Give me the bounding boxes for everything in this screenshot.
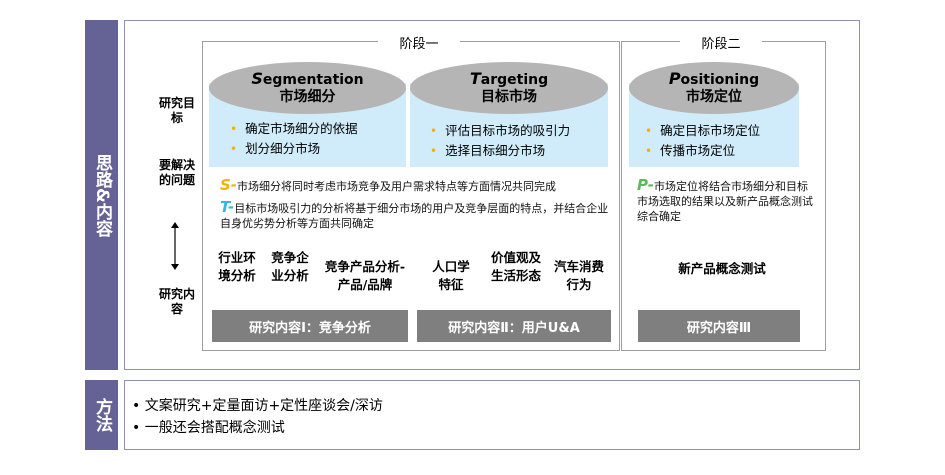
tgt-rest: argeting: [480, 72, 549, 88]
desc-segmentation: S-市场细分将同时考虑市场竞争及用户需求特点等方面情况共同完成: [220, 176, 557, 194]
bullet-dot-icon: •: [230, 122, 238, 136]
bullet-dot-icon: •: [430, 124, 438, 138]
item-competitor: 竞争企业分析: [271, 250, 309, 283]
method-item-2: • 一般还会搭配概念测试: [132, 420, 285, 436]
bullet-dot-icon: •: [430, 144, 438, 158]
item-industry: 行业环境分析: [218, 250, 256, 283]
pos-initial: P: [668, 69, 681, 88]
bullets-targeting: •评估目标市场的吸引力 •选择目标细分市场: [430, 121, 608, 161]
ellipse-positioning: Positioning 市场定位: [629, 62, 799, 114]
item-competitive-product: 竞争产品分析-产品/品牌: [324, 259, 406, 292]
content-box-2: 研究内容Ⅱ：用户U&A: [417, 310, 611, 342]
desc-targeting: T-目标市场吸引力的分析将基于细分市场的用户及竞争层面的特点，并结合企业自身优劣…: [220, 198, 609, 231]
stage-one-title: 阶段一: [378, 33, 460, 52]
list-item: •选择目标细分市场: [430, 143, 546, 158]
t-letter: T-: [220, 198, 235, 216]
label-problem: 要解决的问题: [158, 158, 195, 187]
label-research-content: 研究内容: [158, 287, 195, 316]
content-box-1: 研究内容Ⅰ：竞争分析: [212, 310, 408, 342]
bullet-dot-icon: •: [132, 420, 145, 436]
list-item: •确定目标市场定位: [645, 123, 761, 138]
bullet-dot-icon: •: [230, 142, 238, 156]
ellipse-segmentation: Segmentation 市场细分: [209, 62, 406, 114]
seg-initial: S: [251, 69, 263, 88]
seg-cn: 市场细分: [279, 89, 336, 105]
bullets-positioning: •确定目标市场定位 •传播市场定位: [645, 121, 799, 161]
item-demographics: 人口学特征: [432, 259, 470, 292]
sidebar-top-label: 思路&内容: [92, 153, 112, 237]
sidebar-thinking-content: 思路&内容: [85, 20, 118, 370]
tgt-initial: T: [469, 69, 481, 88]
item-car-behavior: 汽车消费行为: [554, 259, 605, 292]
content-frame: [124, 20, 860, 370]
bullet-dot-icon: •: [645, 144, 653, 158]
sidebar-method: 方法: [85, 380, 118, 450]
list-item: •传播市场定位: [645, 143, 736, 158]
seg-rest: egmentation: [262, 72, 364, 88]
list-item: •划分细分市场: [230, 141, 321, 156]
bullet-dot-icon: •: [645, 124, 653, 138]
pos-rest: ositioning: [680, 72, 760, 88]
item-values-lifestyle: 价值观及生活形态: [490, 250, 541, 283]
list-item: •评估目标市场的吸引力: [430, 123, 571, 138]
label-research-goal: 研究目标: [158, 96, 195, 125]
double-arrow-icon: [171, 222, 179, 270]
list-item: •确定市场细分的依据: [230, 121, 358, 136]
p-letter: P-: [637, 176, 654, 194]
bullet-dot-icon: •: [132, 398, 145, 414]
stage-two-title: 阶段二: [680, 33, 762, 52]
desc-positioning: P-市场定位将结合市场细分和目标市场选取的结果以及新产品概念测试综合确定: [637, 176, 813, 224]
sidebar-bottom-label: 方法: [92, 398, 112, 432]
tgt-cn: 目标市场: [481, 89, 537, 105]
item-concept-test: 新产品概念测试: [678, 261, 766, 276]
bullets-segmentation: •确定市场细分的依据 •划分细分市场: [230, 119, 406, 159]
content-box-3: 研究内容Ⅲ: [638, 310, 800, 342]
method-item-1: • 文案研究+定量面访+定性座谈会/深访: [132, 398, 383, 414]
pos-cn: 市场定位: [686, 89, 742, 105]
ellipse-targeting: Targeting 目标市场: [410, 62, 608, 114]
s-letter: S-: [220, 176, 238, 194]
method-frame: [124, 380, 860, 450]
